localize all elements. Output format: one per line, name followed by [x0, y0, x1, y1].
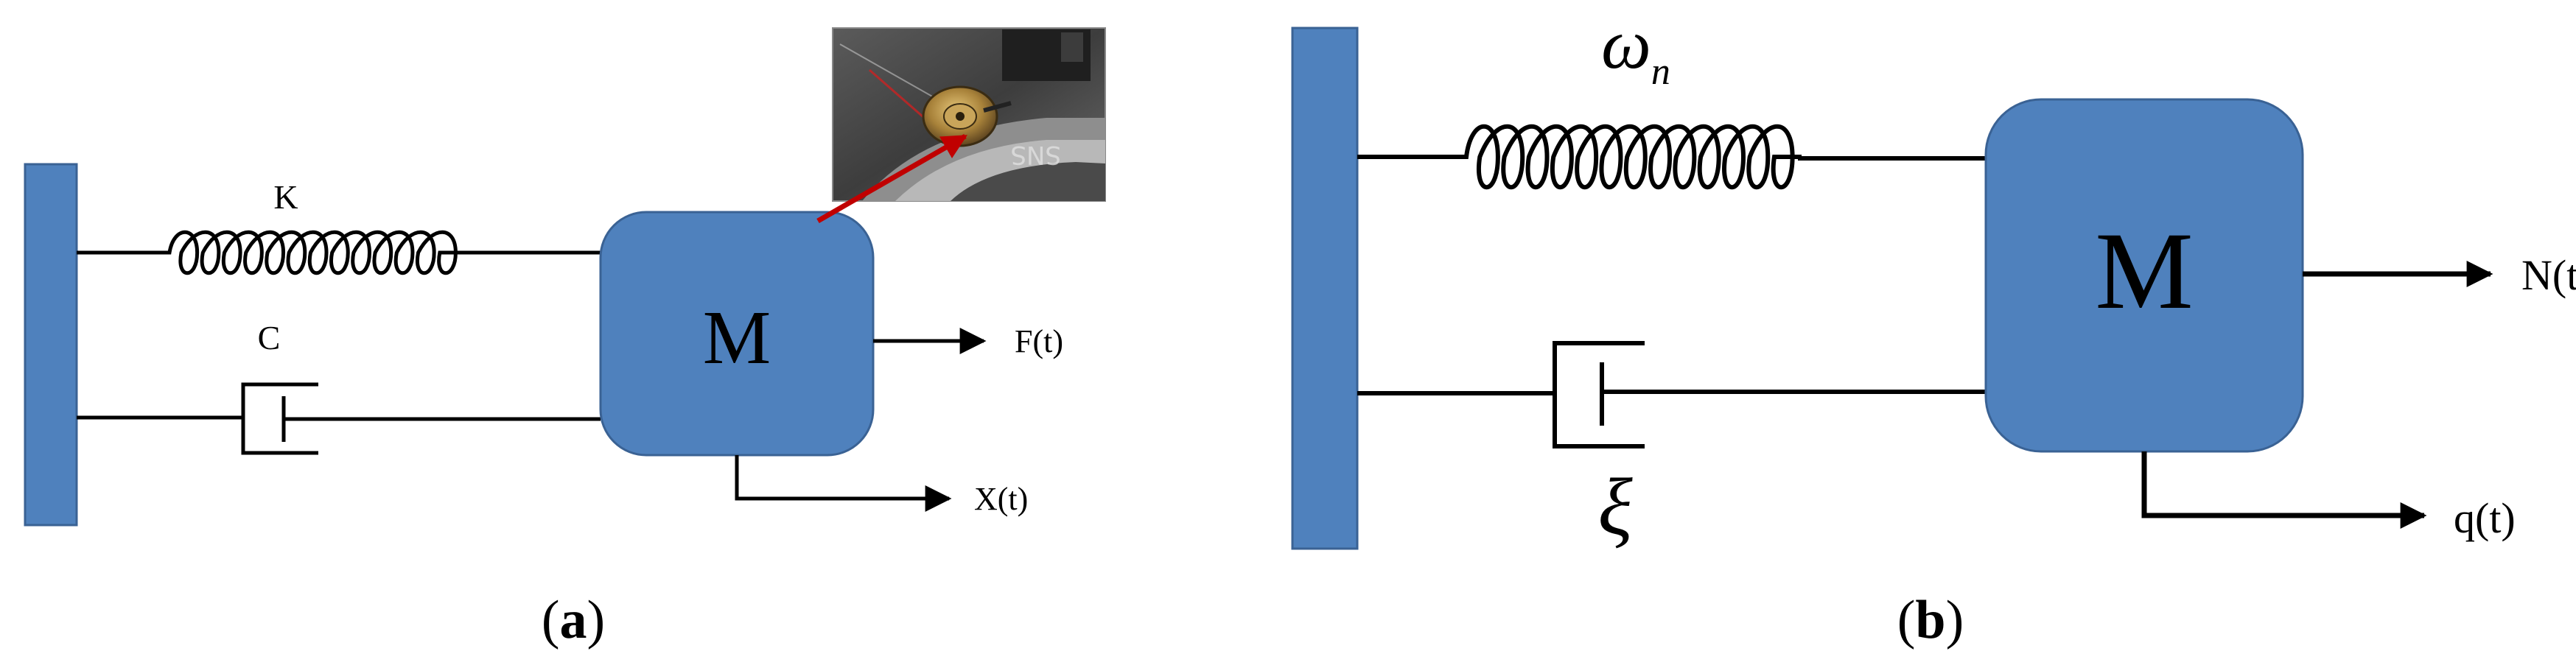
caption-a: (a)	[542, 590, 605, 650]
displacement-arrow-b	[2141, 451, 2427, 529]
spring-coil-b	[1450, 124, 1802, 190]
spring-coil-path	[147, 230, 472, 275]
mass-label-b: M	[2095, 210, 2193, 332]
spring-label-omega: ωn	[1601, 4, 1670, 93]
caption-b: (b)	[1897, 590, 1964, 650]
photo-pointer-arrow	[816, 133, 967, 224]
wall-b	[1291, 27, 1359, 550]
panel-b: ωn ξ M N(t) q(t) (b)	[1291, 4, 2576, 650]
spring-coil-path	[1450, 124, 1802, 190]
spring-coil-a	[147, 230, 472, 275]
force-label-a: F(t)	[1015, 323, 1063, 359]
panel-a: K C M F(t) X(t)	[24, 27, 1106, 650]
damper-label-c: C	[258, 319, 281, 356]
wall-a	[24, 163, 78, 527]
displacement-label-b: q(t)	[2454, 494, 2516, 542]
damper-a	[77, 382, 601, 455]
spring-label-k: K	[273, 178, 298, 216]
displacement-label-a: X(t)	[974, 481, 1028, 517]
inset-photo: SNS	[832, 27, 1106, 202]
force-label-b: N(t)	[2521, 251, 2576, 299]
damper-label-xi: ξ	[1597, 462, 1633, 552]
inset-photo-lettering: SNS	[1010, 140, 1061, 169]
spring-b	[1357, 155, 1986, 161]
mass-label-a: M	[703, 295, 771, 380]
displacement-arrow-a	[735, 455, 952, 512]
damper-b	[1357, 341, 1986, 448]
